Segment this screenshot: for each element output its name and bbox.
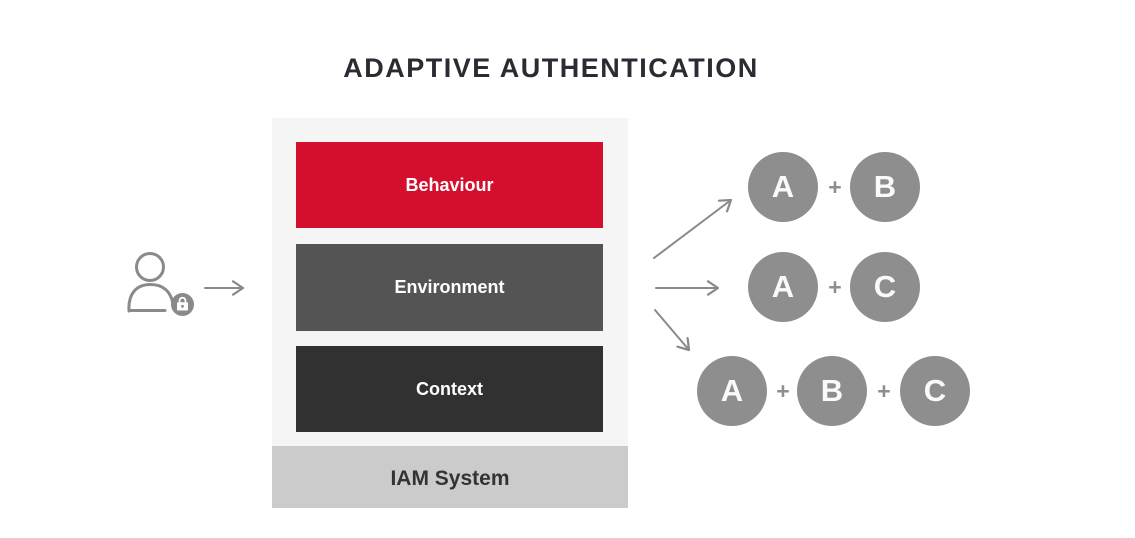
iam-system-band: IAM System [272,446,628,508]
combo-3-circle-a: A [697,356,767,426]
combo-1-plus: + [828,174,842,200]
layer-environment-label: Environment [394,277,505,297]
combo-2-circle-c: C [850,252,920,322]
combo-3-plus-2: + [877,378,891,404]
layer-context: Context [296,346,603,432]
combo-3-plus-1: + [776,378,790,404]
combo-3-circle-c: C [900,356,970,426]
iam-system-label: IAM System [390,467,510,490]
layer-environment: Environment [296,244,603,331]
layer-behaviour: Behaviour [296,142,603,228]
arrow-to-combo-ab-icon [653,198,733,259]
combo-1-circle-a: A [748,152,818,222]
combo-1-circle-b: B [850,152,920,222]
arrow-to-combo-abc-icon [654,309,691,352]
lock-badge-icon [171,293,194,316]
person-lock-icon [127,252,194,316]
combo-3-circle-b: B [797,356,867,426]
layer-behaviour-label: Behaviour [405,175,494,195]
combo-2-plus: + [828,274,842,300]
page-title: ADAPTIVE AUTHENTICATION [343,53,759,83]
combo-2-circle-a: A [748,252,818,322]
layer-context-label: Context [416,379,483,399]
